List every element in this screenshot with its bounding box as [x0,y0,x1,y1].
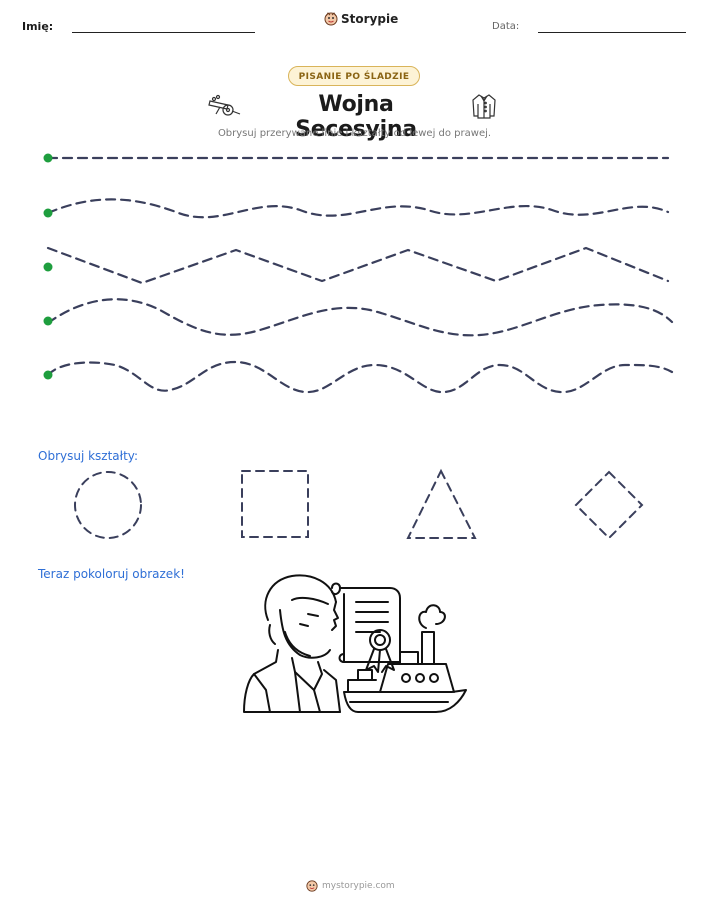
coloring-section-label: Teraz pokoloruj obrazek! [38,567,185,581]
tracing-shape-square[interactable] [241,470,309,538]
tracing-line-wave-2[interactable] [46,298,674,337]
footer: mystorypie.com [306,880,395,892]
tracing-shape-triangle[interactable] [406,468,477,539]
start-dot [43,370,53,380]
storypie-logo-icon [306,880,318,892]
tracing-shape-circle[interactable] [74,471,142,539]
shapes-section-label: Obrysuj kształty: [38,449,139,463]
start-dot [43,316,53,326]
tracing-lines [43,153,674,394]
date-line[interactable] [538,32,686,33]
tracing-line-zigzag[interactable] [46,246,670,285]
storypie-logo-icon [324,12,338,26]
tracing-line-wave-1[interactable] [46,198,670,219]
brand-name: Storypie [341,12,399,26]
date-label: Data: [492,21,520,32]
brand: Storypie [324,12,398,26]
uniform-jacket-icon [472,94,496,119]
document-scroll-drawing [331,582,401,673]
footer-url[interactable]: mystorypie.com [322,881,395,891]
bearded-man-drawing [243,574,341,713]
coloring-picture[interactable] [240,570,470,718]
tracing-line-wave-3[interactable] [46,360,674,394]
start-dot [43,153,53,163]
instructions: Obrysuj przerywane linie i kształty od l… [217,128,492,139]
name-label: Imię: [22,20,54,33]
worksheet-type-badge: PISANIE PO ŚLADZIE [288,66,420,86]
name-line[interactable] [72,32,255,33]
steamship-drawing [343,604,467,713]
tracing-shapes [74,468,644,540]
start-dot [43,208,53,218]
cannon-icon [208,94,241,116]
tracing-shape-diamond[interactable] [574,470,644,540]
start-dot [43,262,53,272]
page-title: Wojna Secesyjna [295,92,417,142]
